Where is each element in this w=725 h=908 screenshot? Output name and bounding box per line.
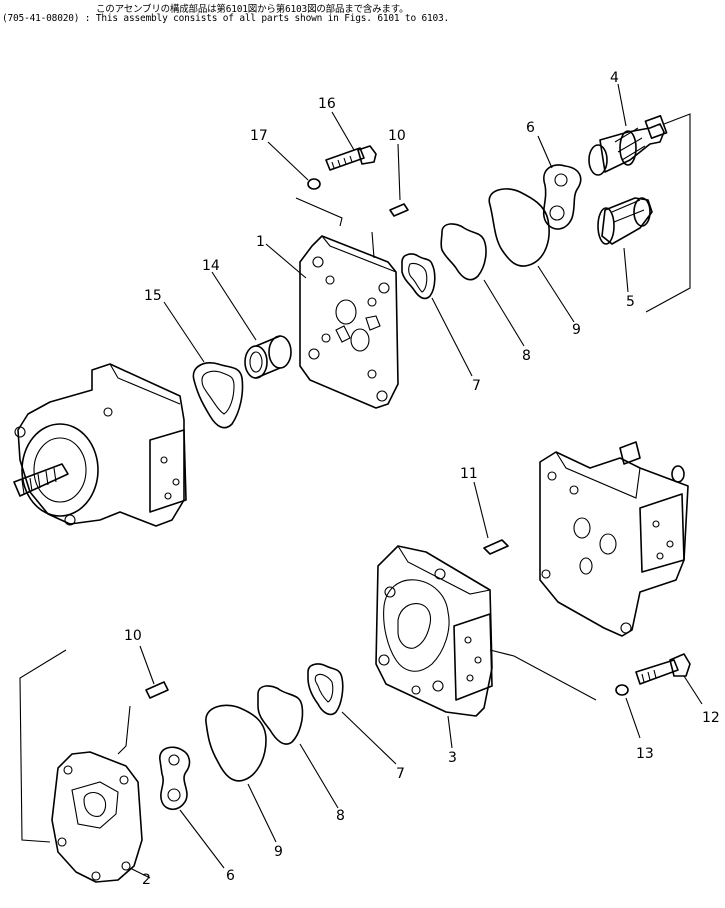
part-7-seal-upper (401, 253, 436, 300)
callout-8-lower: 8 (336, 808, 345, 824)
callout-7-upper: 7 (472, 378, 481, 394)
part-6-bushing-plate-upper (542, 164, 582, 230)
pump-body-front (13, 363, 187, 527)
assembly-note: このアセンブリの構成部品は第6101図から第6103図の部品まで含みます。 (7… (0, 0, 725, 26)
callout-10-lower: 10 (124, 628, 142, 644)
part-10-pin-upper (389, 203, 409, 217)
part-6-bushing-plate-lower (159, 746, 191, 811)
callout-17: 17 (250, 128, 268, 144)
part-9-gasket-lower (205, 704, 267, 782)
bracket-parts-4-5 (645, 113, 691, 313)
callout-12: 12 (702, 710, 720, 726)
callout-6-upper: 6 (526, 120, 535, 136)
part-14-bushing (244, 335, 292, 379)
part-13-washer (615, 684, 629, 696)
leader-lines (129, 83, 703, 879)
callout-8-upper: 8 (522, 348, 531, 364)
part-1-plate (299, 235, 399, 409)
callout-9-upper: 9 (572, 322, 581, 338)
callout-15: 15 (144, 288, 162, 304)
assembly-note-japanese: このアセンブリの構成部品は第6101図から第6103図の部品まで含みます。 (96, 4, 409, 15)
part-8-gasket-upper (440, 223, 487, 281)
part-16-bolt (325, 145, 377, 171)
callout-14: 14 (202, 258, 220, 274)
part-7-seal-lower (307, 663, 344, 716)
callout-9-lower: 9 (274, 844, 283, 860)
pump-body-rear (539, 441, 689, 637)
connector-part-3 (489, 649, 597, 701)
callout-5: 5 (626, 294, 635, 310)
part-4-drive-gear (588, 115, 668, 176)
callout-16: 16 (318, 96, 336, 112)
part-17-washer (307, 178, 321, 190)
part-10-pin-lower (145, 681, 169, 699)
part-5-driven-gear (597, 197, 653, 245)
callout-1: 1 (256, 234, 265, 250)
callout-7-lower: 7 (396, 766, 405, 782)
part-15-seal (192, 362, 244, 429)
bracket-lower-left (19, 649, 67, 843)
connector-upper-pin (295, 197, 375, 259)
part-11-pin (483, 539, 509, 555)
callout-6-lower: 6 (226, 868, 235, 884)
part-12-bolt (635, 653, 691, 685)
callout-10-upper: 10 (388, 128, 406, 144)
callout-labels: 1 2 3 4 5 6 6 7 7 8 8 9 9 10 10 11 12 13… (124, 70, 720, 888)
connector-part-10-lower (117, 705, 131, 755)
part-3-gear-case (375, 545, 493, 717)
part-2-cover (51, 751, 143, 883)
callout-11: 11 (460, 466, 478, 482)
callout-3: 3 (448, 750, 457, 766)
assembly-note-english: (705-41-08020) : This assembly consists … (2, 13, 450, 24)
callout-13: 13 (636, 746, 654, 762)
part-8-gasket-lower (257, 685, 304, 745)
callout-4: 4 (610, 70, 619, 86)
callout-2: 2 (142, 872, 151, 888)
part-9-gasket-upper (488, 188, 550, 267)
